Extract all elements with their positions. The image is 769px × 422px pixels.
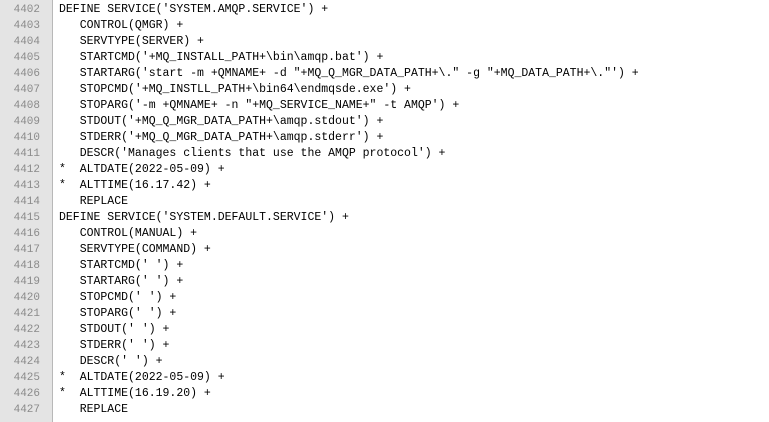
line-text[interactable]: * ALTDATE(2022-05-09) + bbox=[59, 163, 225, 176]
line-text[interactable]: STARTCMD(' ') + bbox=[59, 259, 184, 272]
line-text[interactable]: SERVTYPE(SERVER) + bbox=[59, 35, 204, 48]
code-line[interactable]: 4421 STOPARG(' ') + bbox=[0, 306, 769, 322]
code-line[interactable]: 4409 STDOUT('+MQ_Q_MGR_DATA_PATH+\amqp.s… bbox=[0, 114, 769, 130]
code-line[interactable]: 4404 SERVTYPE(SERVER) + bbox=[0, 34, 769, 50]
code-line[interactable]: 4419 STARTARG(' ') + bbox=[0, 274, 769, 290]
line-number: 4402 bbox=[13, 4, 40, 16]
line-number: 4413 bbox=[13, 180, 40, 192]
line-number: 4424 bbox=[13, 356, 40, 368]
code-line[interactable]: 4420 STOPCMD(' ') + bbox=[0, 290, 769, 306]
line-number: 4421 bbox=[13, 308, 40, 320]
line-text[interactable]: STDOUT('+MQ_Q_MGR_DATA_PATH+\amqp.stdout… bbox=[59, 115, 384, 128]
line-number: 4416 bbox=[13, 228, 40, 240]
line-number: 4408 bbox=[13, 100, 40, 112]
line-number: 4410 bbox=[13, 132, 40, 144]
line-text[interactable]: DESCR(' ') + bbox=[59, 355, 163, 368]
line-text[interactable]: STDERR('+MQ_Q_MGR_DATA_PATH+\amqp.stderr… bbox=[59, 131, 384, 144]
line-number: 4414 bbox=[13, 196, 40, 208]
line-number: 4411 bbox=[13, 148, 40, 160]
line-text[interactable]: REPLACE bbox=[59, 195, 129, 208]
code-line[interactable]: 4427 REPLACE bbox=[0, 402, 769, 418]
line-text[interactable]: DEFINE SERVICE('SYSTEM.AMQP.SERVICE') + bbox=[59, 3, 329, 16]
line-text[interactable]: REPLACE bbox=[59, 403, 129, 416]
line-text[interactable]: CONTROL(MANUAL) + bbox=[59, 227, 198, 240]
code-line[interactable]: 4407 STOPCMD('+MQ_INSTLL_PATH+\bin64\end… bbox=[0, 82, 769, 98]
line-text[interactable]: STOPCMD('+MQ_INSTLL_PATH+\bin64\endmqsde… bbox=[59, 83, 411, 96]
line-number: 4417 bbox=[13, 244, 40, 256]
line-number: 4405 bbox=[13, 52, 40, 64]
line-number: 4415 bbox=[13, 212, 40, 224]
code-line[interactable]: 4414 REPLACE bbox=[0, 194, 769, 210]
line-text[interactable]: STDERR(' ') + bbox=[59, 339, 170, 352]
line-number: 4406 bbox=[13, 68, 40, 80]
line-number: 4422 bbox=[13, 324, 40, 336]
line-number: 4419 bbox=[13, 276, 40, 288]
line-text[interactable]: STOPCMD(' ') + bbox=[59, 291, 177, 304]
line-text[interactable]: STARTARG(' ') + bbox=[59, 275, 184, 288]
code-line[interactable]: 4410 STDERR('+MQ_Q_MGR_DATA_PATH+\amqp.s… bbox=[0, 130, 769, 146]
line-text[interactable]: CONTROL(QMGR) + bbox=[59, 19, 184, 32]
line-text[interactable]: STARTARG('start -m +QMNAME+ -d "+MQ_Q_MG… bbox=[59, 67, 639, 80]
line-number: 4403 bbox=[13, 20, 40, 32]
line-number: 4423 bbox=[13, 340, 40, 352]
code-line[interactable]: 4424 DESCR(' ') + bbox=[0, 354, 769, 370]
code-line[interactable]: 4416 CONTROL(MANUAL) + bbox=[0, 226, 769, 242]
line-text[interactable]: DEFINE SERVICE('SYSTEM.DEFAULT.SERVICE')… bbox=[59, 211, 349, 224]
code-line[interactable]: 4422 STDOUT(' ') + bbox=[0, 322, 769, 338]
code-line[interactable]: 4403 CONTROL(QMGR) + bbox=[0, 18, 769, 34]
code-line[interactable]: 4425 * ALTDATE(2022-05-09) + bbox=[0, 370, 769, 386]
line-text[interactable]: * ALTDATE(2022-05-09) + bbox=[59, 371, 225, 384]
line-number: 4409 bbox=[13, 116, 40, 128]
code-line[interactable]: 4406 STARTARG('start -m +QMNAME+ -d "+MQ… bbox=[0, 66, 769, 82]
code-line[interactable]: 4417 SERVTYPE(COMMAND) + bbox=[0, 242, 769, 258]
code-line[interactable]: 4415 DEFINE SERVICE('SYSTEM.DEFAULT.SERVI… bbox=[0, 210, 769, 226]
line-number: 4420 bbox=[13, 292, 40, 304]
line-text[interactable]: * ALTTIME(16.19.20) + bbox=[59, 387, 211, 400]
code-line[interactable]: 4418 STARTCMD(' ') + bbox=[0, 258, 769, 274]
code-line[interactable]: 4402 DEFINE SERVICE('SYSTEM.AMQP.SERVICE'… bbox=[0, 2, 769, 18]
line-number: 4418 bbox=[13, 260, 40, 272]
code-line[interactable]: 4408 STOPARG('-m +QMNAME+ -n "+MQ_SERVIC… bbox=[0, 98, 769, 114]
line-text[interactable]: DESCR('Manages clients that use the AMQP… bbox=[59, 147, 446, 160]
line-text[interactable]: STOPARG('-m +QMNAME+ -n "+MQ_SERVICE_NAM… bbox=[59, 99, 460, 112]
code-line[interactable]: 4426 * ALTTIME(16.19.20) + bbox=[0, 386, 769, 402]
line-number: 4412 bbox=[13, 164, 40, 176]
code-line[interactable]: 4412 * ALTDATE(2022-05-09) + bbox=[0, 162, 769, 178]
code-line[interactable]: 4405 STARTCMD('+MQ_INSTALL_PATH+\bin\amq… bbox=[0, 50, 769, 66]
line-number: 4425 bbox=[13, 372, 40, 384]
code-line[interactable]: 4423 STDERR(' ') + bbox=[0, 338, 769, 354]
line-text[interactable]: * ALTTIME(16.17.42) + bbox=[59, 179, 211, 192]
line-text[interactable]: STDOUT(' ') + bbox=[59, 323, 170, 336]
line-number: 4404 bbox=[13, 36, 40, 48]
line-text[interactable]: STOPARG(' ') + bbox=[59, 307, 177, 320]
line-text[interactable]: SERVTYPE(COMMAND) + bbox=[59, 243, 211, 256]
line-text[interactable]: STARTCMD('+MQ_INSTALL_PATH+\bin\amqp.bat… bbox=[59, 51, 384, 64]
line-number: 4407 bbox=[13, 84, 40, 96]
line-number: 4426 bbox=[13, 388, 40, 400]
code-line[interactable]: 4411 DESCR('Manages clients that use the… bbox=[0, 146, 769, 162]
line-number: 4427 bbox=[13, 404, 40, 416]
code-line[interactable]: 4413 * ALTTIME(16.17.42) + bbox=[0, 178, 769, 194]
line-number-gutter bbox=[0, 0, 53, 422]
